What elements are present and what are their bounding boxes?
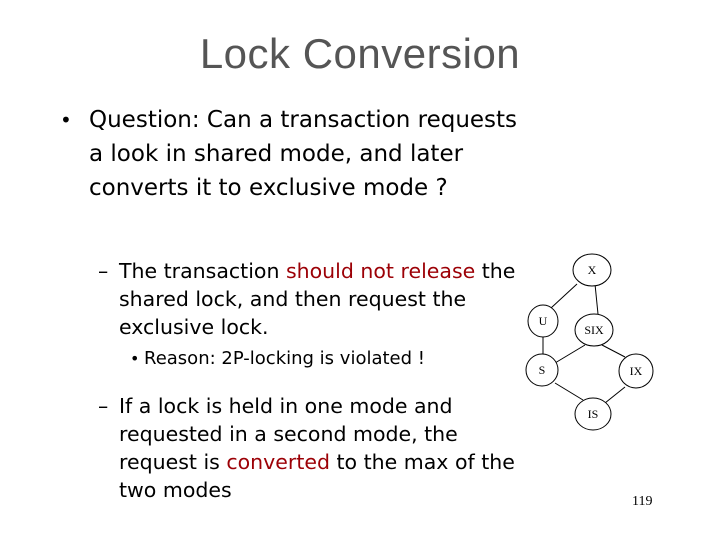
node-s-label: S: [539, 363, 546, 377]
release-highlight: should not release: [285, 259, 476, 283]
question-text: Question: Can a transaction requests a l…: [89, 107, 518, 201]
sub-bullet-convert: – If a lock is held in one mode and requ…: [98, 392, 528, 504]
reason-text: Reason: 2P-locking is violated !: [144, 348, 425, 369]
lock-lattice-diagram: X U SIX S IX IS: [525, 253, 654, 431]
diagram-edges: [542, 283, 626, 404]
page-number: 119: [632, 494, 653, 509]
question-bullet: • Question: Can a transaction requests a…: [60, 103, 522, 205]
node-x-label: X: [588, 263, 597, 277]
diagram-labels: X U SIX S IX IS: [539, 263, 643, 421]
bullet-marker: •: [130, 349, 140, 368]
convert-text-after: to the max of the two modes: [119, 450, 515, 502]
node-ix-circle: [618, 353, 654, 389]
dash-marker: –: [98, 394, 109, 418]
bullet-marker: •: [60, 108, 72, 132]
release-text-after: the shared lock, and then request the ex…: [119, 259, 516, 339]
edge-ix-is: [604, 386, 626, 404]
convert-highlight: converted: [226, 450, 330, 474]
node-is-circle: [574, 397, 612, 431]
node-ix-label: IX: [630, 364, 643, 378]
node-is-label: IS: [588, 407, 599, 421]
dash-marker: –: [98, 259, 109, 283]
release-text: The transaction should not release the s…: [119, 257, 538, 341]
node-x-circle: [572, 253, 612, 287]
release-text-before: The transaction: [119, 259, 286, 283]
slide-title: Lock Conversion: [199, 30, 521, 77]
node-six-label: SIX: [584, 323, 604, 337]
sub-bullet-release: – The transaction should not release the…: [98, 257, 538, 341]
edge-six-ix: [601, 344, 626, 358]
edge-x-six: [594, 283, 599, 315]
edge-x-u: [550, 283, 578, 309]
reason-bullet: • Reason: 2P-locking is violated !: [130, 345, 530, 373]
edge-s-is: [554, 382, 584, 401]
node-s-circle: [525, 353, 559, 387]
edge-six-s: [554, 344, 586, 364]
node-u-label: U: [539, 314, 548, 328]
convert-text: If a lock is held in one mode and reques…: [119, 392, 528, 504]
node-u-circle: [527, 304, 559, 338]
diagram-nodes: [525, 253, 654, 431]
convert-text-before: If a lock is held in one mode and reques…: [119, 394, 458, 474]
node-six-circle: [574, 313, 614, 347]
